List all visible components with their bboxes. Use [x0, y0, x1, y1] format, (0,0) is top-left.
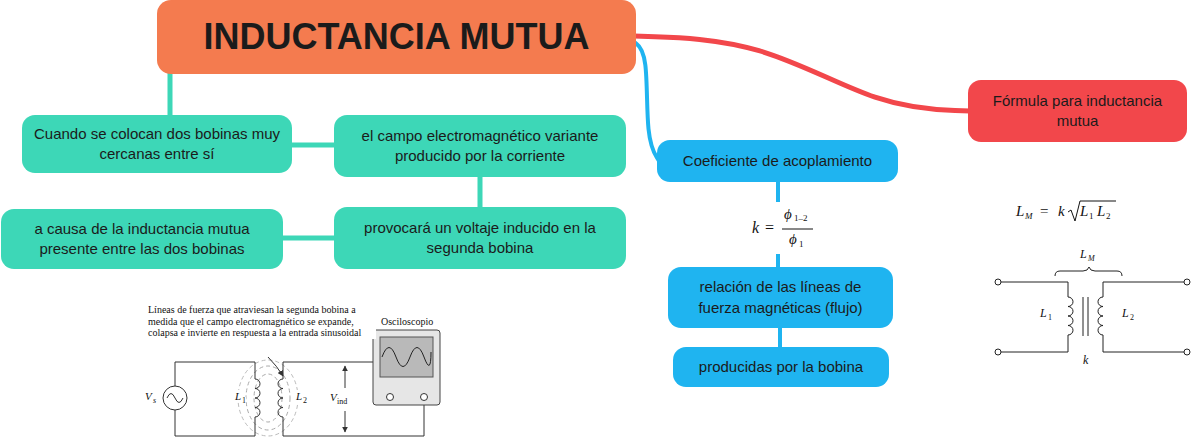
circuit-label: L [1040, 307, 1047, 320]
idea-box: a causa de la inductancia mutua presente… [1, 209, 283, 269]
circuit-label: M [1088, 255, 1095, 264]
formula-symbol: L [1080, 203, 1088, 220]
induction-illustration [163, 330, 440, 436]
formula-symbol: = [1040, 203, 1048, 220]
voltage-arrow [345, 411, 346, 432]
circuit-label: k [1083, 354, 1088, 367]
connector [290, 143, 336, 148]
node-text: relación de las líneas de fuerza magnéti… [678, 277, 883, 318]
signal-label: V [330, 391, 337, 403]
formula-symbol: 1 [1089, 212, 1094, 222]
core-line [1083, 297, 1084, 336]
field-line [238, 360, 298, 436]
formula-patch [746, 202, 816, 254]
connector [778, 326, 782, 349]
signal-label: V [145, 390, 152, 402]
waveform [382, 348, 431, 367]
oscilloscope [373, 330, 440, 405]
signal-label: 1 [242, 397, 246, 406]
circuit-label: L [1122, 307, 1129, 320]
connector [634, 36, 970, 111]
instrument-label: Osciloscopio [381, 316, 433, 327]
signal-label: 2 [303, 397, 307, 406]
idea-box: el campo electromagnético variante produ… [334, 115, 626, 177]
idea-box: provocará un voltaje inducido en la segu… [334, 207, 626, 269]
bracket [1055, 267, 1122, 276]
terminal [995, 279, 1001, 285]
terminal [1184, 349, 1190, 355]
oscilloscope-screen [380, 337, 433, 377]
node-text: provocará un voltaje inducido en la segu… [344, 218, 616, 259]
circuit-label: 2 [1130, 314, 1134, 323]
circuit-label: L [1080, 248, 1087, 261]
inductor-circuit [995, 267, 1190, 355]
sine-symbol [167, 394, 183, 403]
connector [281, 236, 336, 241]
node-text: producidas por la bobina [699, 357, 863, 377]
formula-symbol: k [752, 219, 759, 237]
connector [634, 42, 659, 161]
fraction-bar [782, 229, 813, 230]
formula-symbol: 1 [799, 240, 804, 250]
connector [168, 72, 173, 117]
concept-box: Coeficiente de acoplamiento [657, 140, 898, 182]
formula-symbol: L [1097, 203, 1105, 220]
node-text: Cuando se colocan dos bobinas muy cercan… [32, 124, 282, 165]
inductor-symbol [1098, 282, 1184, 352]
formula-box: Fórmula para inductancia mutua [968, 80, 1187, 142]
formula-symbol: ϕ [789, 231, 797, 248]
topic-title: INDUCTANCIA MUTUA [204, 13, 590, 62]
terminal [995, 349, 1001, 355]
central-topic: INDUCTANCIA MUTUA [157, 0, 636, 74]
terminal [1184, 279, 1190, 285]
node-text: a causa de la inductancia mutua presente… [11, 219, 273, 260]
formula-symbol: M [1025, 212, 1033, 222]
signal-label: s [153, 397, 156, 406]
signal-label: L [235, 390, 241, 402]
source-symbol [163, 386, 187, 410]
formula-symbol: 2 [1106, 212, 1111, 222]
signal-label: ind [337, 398, 347, 407]
note-text: Líneas de fuerza que atraviesan la segun… [148, 304, 376, 339]
concept-box: producidas por la bobina [673, 347, 889, 387]
formula-symbol: ϕ [784, 206, 792, 223]
connector [478, 175, 483, 209]
node-text: el campo electromagnético variante produ… [344, 126, 616, 167]
core-line [1088, 297, 1089, 336]
terminal [421, 394, 428, 401]
node-text: Coeficiente de acoplamiento [683, 151, 872, 171]
concept-box: relación de las líneas de fuerza magnéti… [668, 267, 893, 328]
voltage-arrow [345, 366, 346, 388]
inductor-symbol [1001, 282, 1073, 352]
node-text: Fórmula para inductancia mutua [978, 91, 1177, 132]
field-line [254, 374, 282, 422]
formula-symbol: 1–2 [794, 214, 808, 224]
terminal [387, 394, 394, 401]
circuit-label: 1 [1048, 314, 1052, 323]
idea-box: Cuando se colocan dos bobinas muy cercan… [22, 115, 292, 173]
formula-symbol: = [765, 219, 774, 237]
sqrt-sign [1068, 201, 1116, 221]
primary-circuit [175, 362, 260, 436]
formula-symbol: k [1058, 203, 1065, 220]
leader-line [268, 357, 283, 376]
signal-label: L [296, 390, 302, 402]
formula-symbol: L [1016, 203, 1024, 220]
